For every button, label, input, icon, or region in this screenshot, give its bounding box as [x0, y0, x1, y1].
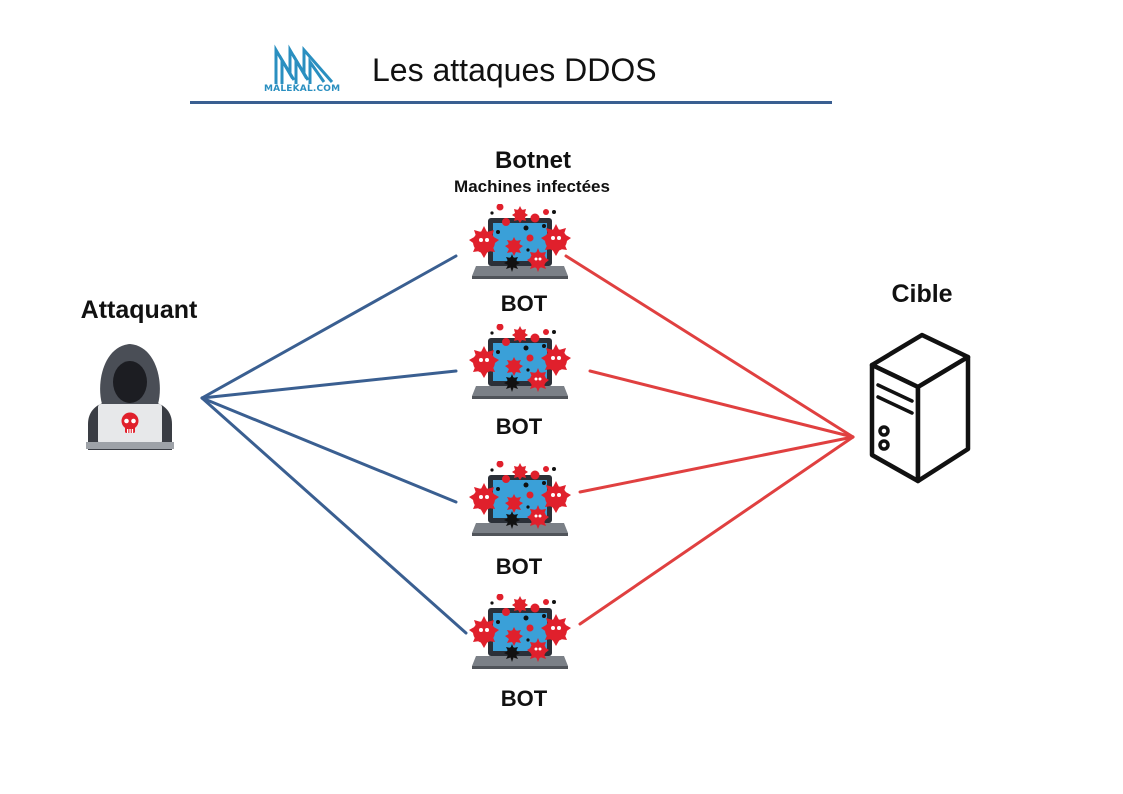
- logo-text: MALEKAL.COM: [264, 84, 341, 94]
- attack-link-bot-2: [200, 369, 458, 400]
- bot-1-link-target: [564, 254, 855, 439]
- infected-laptop-icon[interactable]: [468, 594, 572, 670]
- bot-label: BOT: [500, 686, 548, 711]
- botnet-subtitle: Machines infectées: [454, 177, 610, 196]
- malekal-logo-icon[interactable]: [262, 44, 354, 98]
- infected-laptop-icon[interactable]: [468, 324, 572, 400]
- title-divider: [190, 101, 832, 104]
- bot-label: BOT: [500, 291, 548, 316]
- botnet-title: Botnet: [495, 147, 571, 174]
- bot-label: BOT: [495, 554, 543, 579]
- bot-label: BOT: [495, 414, 543, 439]
- hooded-hacker-icon[interactable]: [80, 338, 180, 450]
- infected-laptop-icon[interactable]: [468, 461, 572, 537]
- attack-link-bot-1: [200, 254, 458, 400]
- bot-4-link-target: [578, 435, 855, 626]
- infected-laptop-icon[interactable]: [468, 204, 572, 280]
- target-label: Cible: [891, 280, 953, 308]
- bot-2-link-target: [588, 369, 855, 439]
- page-title: Les attaques DDOS: [372, 52, 657, 88]
- server-tower-icon[interactable]: [862, 327, 974, 485]
- attack-link-bot-3: [200, 396, 458, 504]
- bot-3-link-target: [578, 435, 855, 494]
- attack-link-bot-4: [200, 396, 468, 635]
- attacker-label: Attaquant: [80, 296, 198, 324]
